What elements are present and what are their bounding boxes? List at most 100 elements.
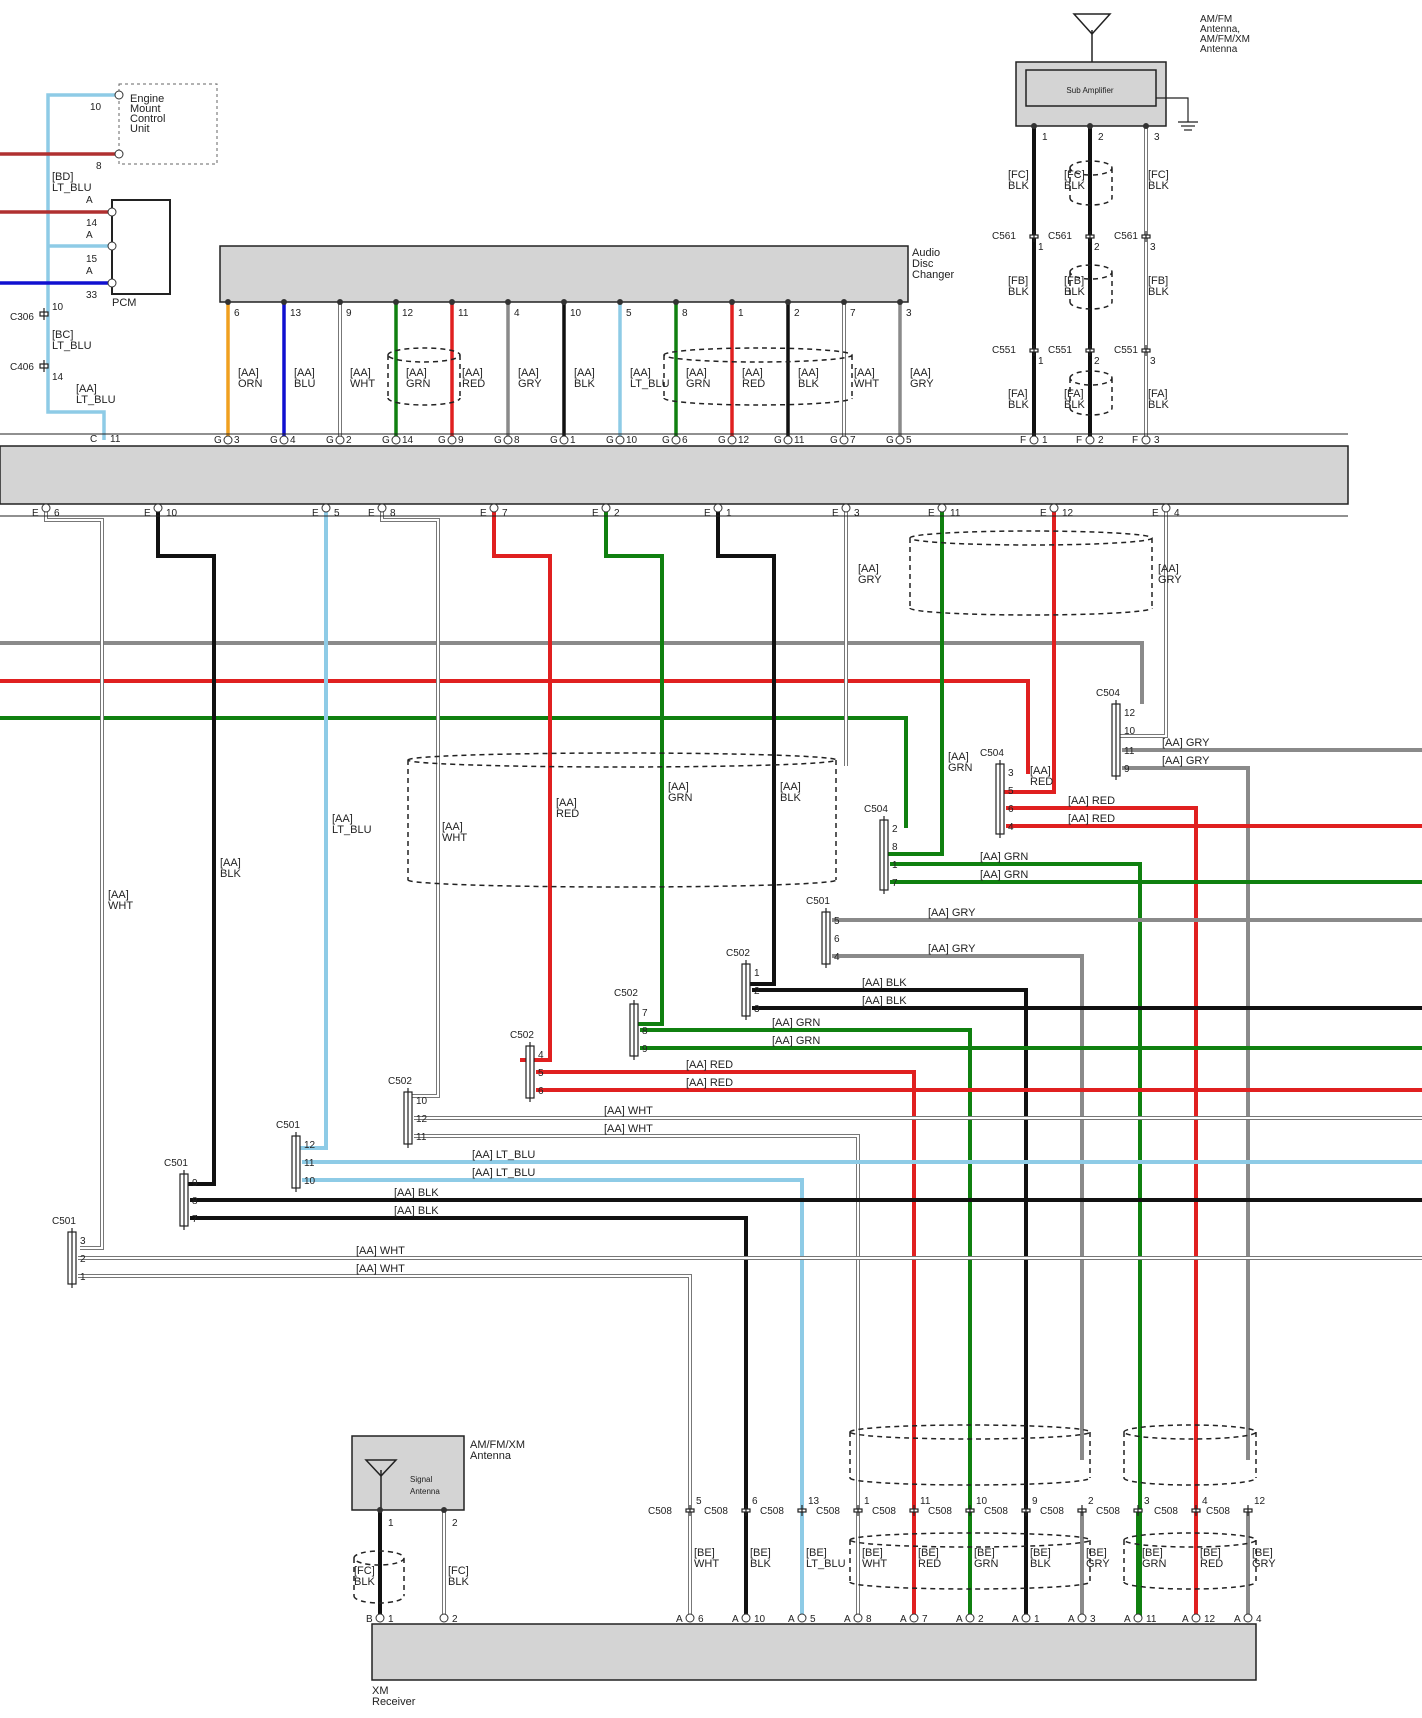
a-pin-label: 12: [1204, 1614, 1216, 1625]
be-wire-label: [BE]: [918, 1547, 939, 1559]
wire-label: [AA]: [686, 367, 707, 379]
g-pin-label: 3: [234, 435, 240, 446]
signal-antenna-label: Antenna: [410, 1487, 440, 1496]
pin-label: 10: [52, 302, 64, 313]
harness-wire-gry: [1122, 766, 1250, 1460]
a-label: A: [788, 1614, 795, 1625]
e-label: E: [32, 508, 39, 519]
ltblu-engine-wire: [46, 93, 119, 440]
horizontal-wire-label: [AA] WHT: [356, 1263, 405, 1275]
be-wire-label: [BE]: [1252, 1547, 1273, 1559]
e6-wht-drop: [44, 508, 104, 1250]
g-terminal: [223, 435, 233, 445]
c508-label: C508: [1206, 1506, 1230, 1517]
xm-antenna-pin-label: 1: [388, 1518, 394, 1529]
g-terminal: [335, 435, 345, 445]
amp-pin-label: 2: [1098, 132, 1104, 143]
c508-pin: 4: [1202, 1496, 1208, 1507]
antenna-icon: [1072, 13, 1112, 36]
amp-connector-label: C561: [1114, 231, 1138, 242]
pcm-pin-label: 15: [86, 254, 98, 265]
wire-label: [AA]: [742, 367, 763, 379]
e6-wht-drop: [45, 508, 103, 1249]
e-pin-label: 3: [854, 508, 860, 519]
xm-antenna-label: AM/FM/XM: [470, 1439, 525, 1451]
wire-label: [AA]: [910, 367, 931, 379]
engine-mount-label: Unit: [130, 123, 150, 135]
pcm-pin-label: 33: [86, 290, 98, 301]
g-terminal: [559, 435, 569, 445]
e-pin-label: 11: [950, 508, 961, 519]
a-label: A: [1234, 1614, 1241, 1625]
c508-pin: 12: [1254, 1496, 1266, 1507]
amp-wire-label: BLK: [1148, 399, 1169, 411]
engine-terminal: [114, 90, 124, 100]
harness-wire-blk: [190, 1216, 748, 1618]
g-label: G: [494, 435, 502, 446]
amp-pin-label: 1: [1042, 132, 1048, 143]
c508-shield-a: [849, 1424, 1091, 1486]
changer-pin-dot: [281, 299, 287, 305]
signal-antenna-icon: [364, 1459, 398, 1478]
c508-label: C508: [760, 1506, 784, 1517]
f-terminal: [1085, 435, 1095, 445]
harness-wire-wht: [414, 1135, 859, 1618]
c508-label: C508: [1040, 1506, 1064, 1517]
e8-wht-drop: [380, 508, 440, 1098]
wire-label: [AA]: [854, 367, 875, 379]
pin-label: 8: [96, 161, 102, 172]
be-wire-label: [BE]: [1086, 1547, 1107, 1559]
a-label: A: [1068, 1614, 1075, 1625]
connector-pin: 2: [80, 1254, 86, 1265]
harness-wire-red: [536, 1070, 916, 1618]
xm-antenna-wire-label: BLK: [354, 1576, 375, 1588]
vertical-wire-label: [AA]: [1158, 563, 1179, 575]
xm-receiver-label: XM: [372, 1685, 389, 1697]
f-terminal: [1029, 435, 1039, 445]
connector-pin: 9: [1124, 764, 1130, 775]
vertical-wire-label: GRY: [858, 574, 882, 586]
connector-pin: 12: [416, 1114, 428, 1125]
a-label: A: [844, 1614, 851, 1625]
engine-terminal: [114, 149, 124, 159]
e2-grn-drop: [604, 508, 664, 1026]
g-label: G: [326, 435, 334, 446]
wire-label: RED: [742, 378, 765, 390]
g-pin-label: 11: [794, 435, 805, 446]
g-terminal: [279, 435, 289, 445]
be-wire-label: [BE]: [974, 1547, 995, 1559]
horizontal-wire-label: [AA] GRN: [772, 1035, 820, 1047]
connector-pin: 11: [304, 1158, 315, 1169]
pin-label: 10: [90, 102, 102, 113]
c508-label: C508: [928, 1506, 952, 1517]
sub-amplifier-inner: [1025, 69, 1157, 107]
e-terminal: [937, 503, 947, 513]
amp-pin-dot: [1031, 123, 1037, 129]
connector-pin: 7: [192, 1214, 198, 1225]
a-label: A: [732, 1614, 739, 1625]
audio-disc-changer-box: [219, 245, 909, 303]
be-wire-label: [BE]: [806, 1547, 827, 1559]
e8-wht-drop: [381, 508, 439, 1097]
signal-antenna-label: Signal: [410, 1475, 432, 1484]
junction-harness: [0, 445, 1349, 505]
a-label: A: [900, 1614, 907, 1625]
horizontal-wire-label: [AA] RED: [1068, 795, 1115, 807]
antenna-label: Antenna: [1200, 44, 1238, 55]
wire-label-bd: [BD]: [52, 171, 73, 183]
xm-antenna-pin: [441, 1507, 447, 1513]
connector-name: C504: [1096, 688, 1120, 699]
f-pin-label: 1: [1042, 435, 1048, 446]
pcm-terminal: [107, 207, 117, 217]
vertical-wire-label: [AA]: [948, 751, 969, 763]
a-pin-label: 2: [978, 1614, 984, 1625]
c508-label: C508: [984, 1506, 1008, 1517]
connector-pin: 9: [642, 1044, 648, 1055]
amp-wire-label: BLK: [1064, 399, 1085, 411]
c508-pin: 3: [1144, 1496, 1150, 1507]
f-label: F: [1020, 435, 1026, 446]
wire-label: WHT: [350, 378, 375, 390]
pcm-terminal: [107, 278, 117, 288]
g-terminal: [839, 435, 849, 445]
